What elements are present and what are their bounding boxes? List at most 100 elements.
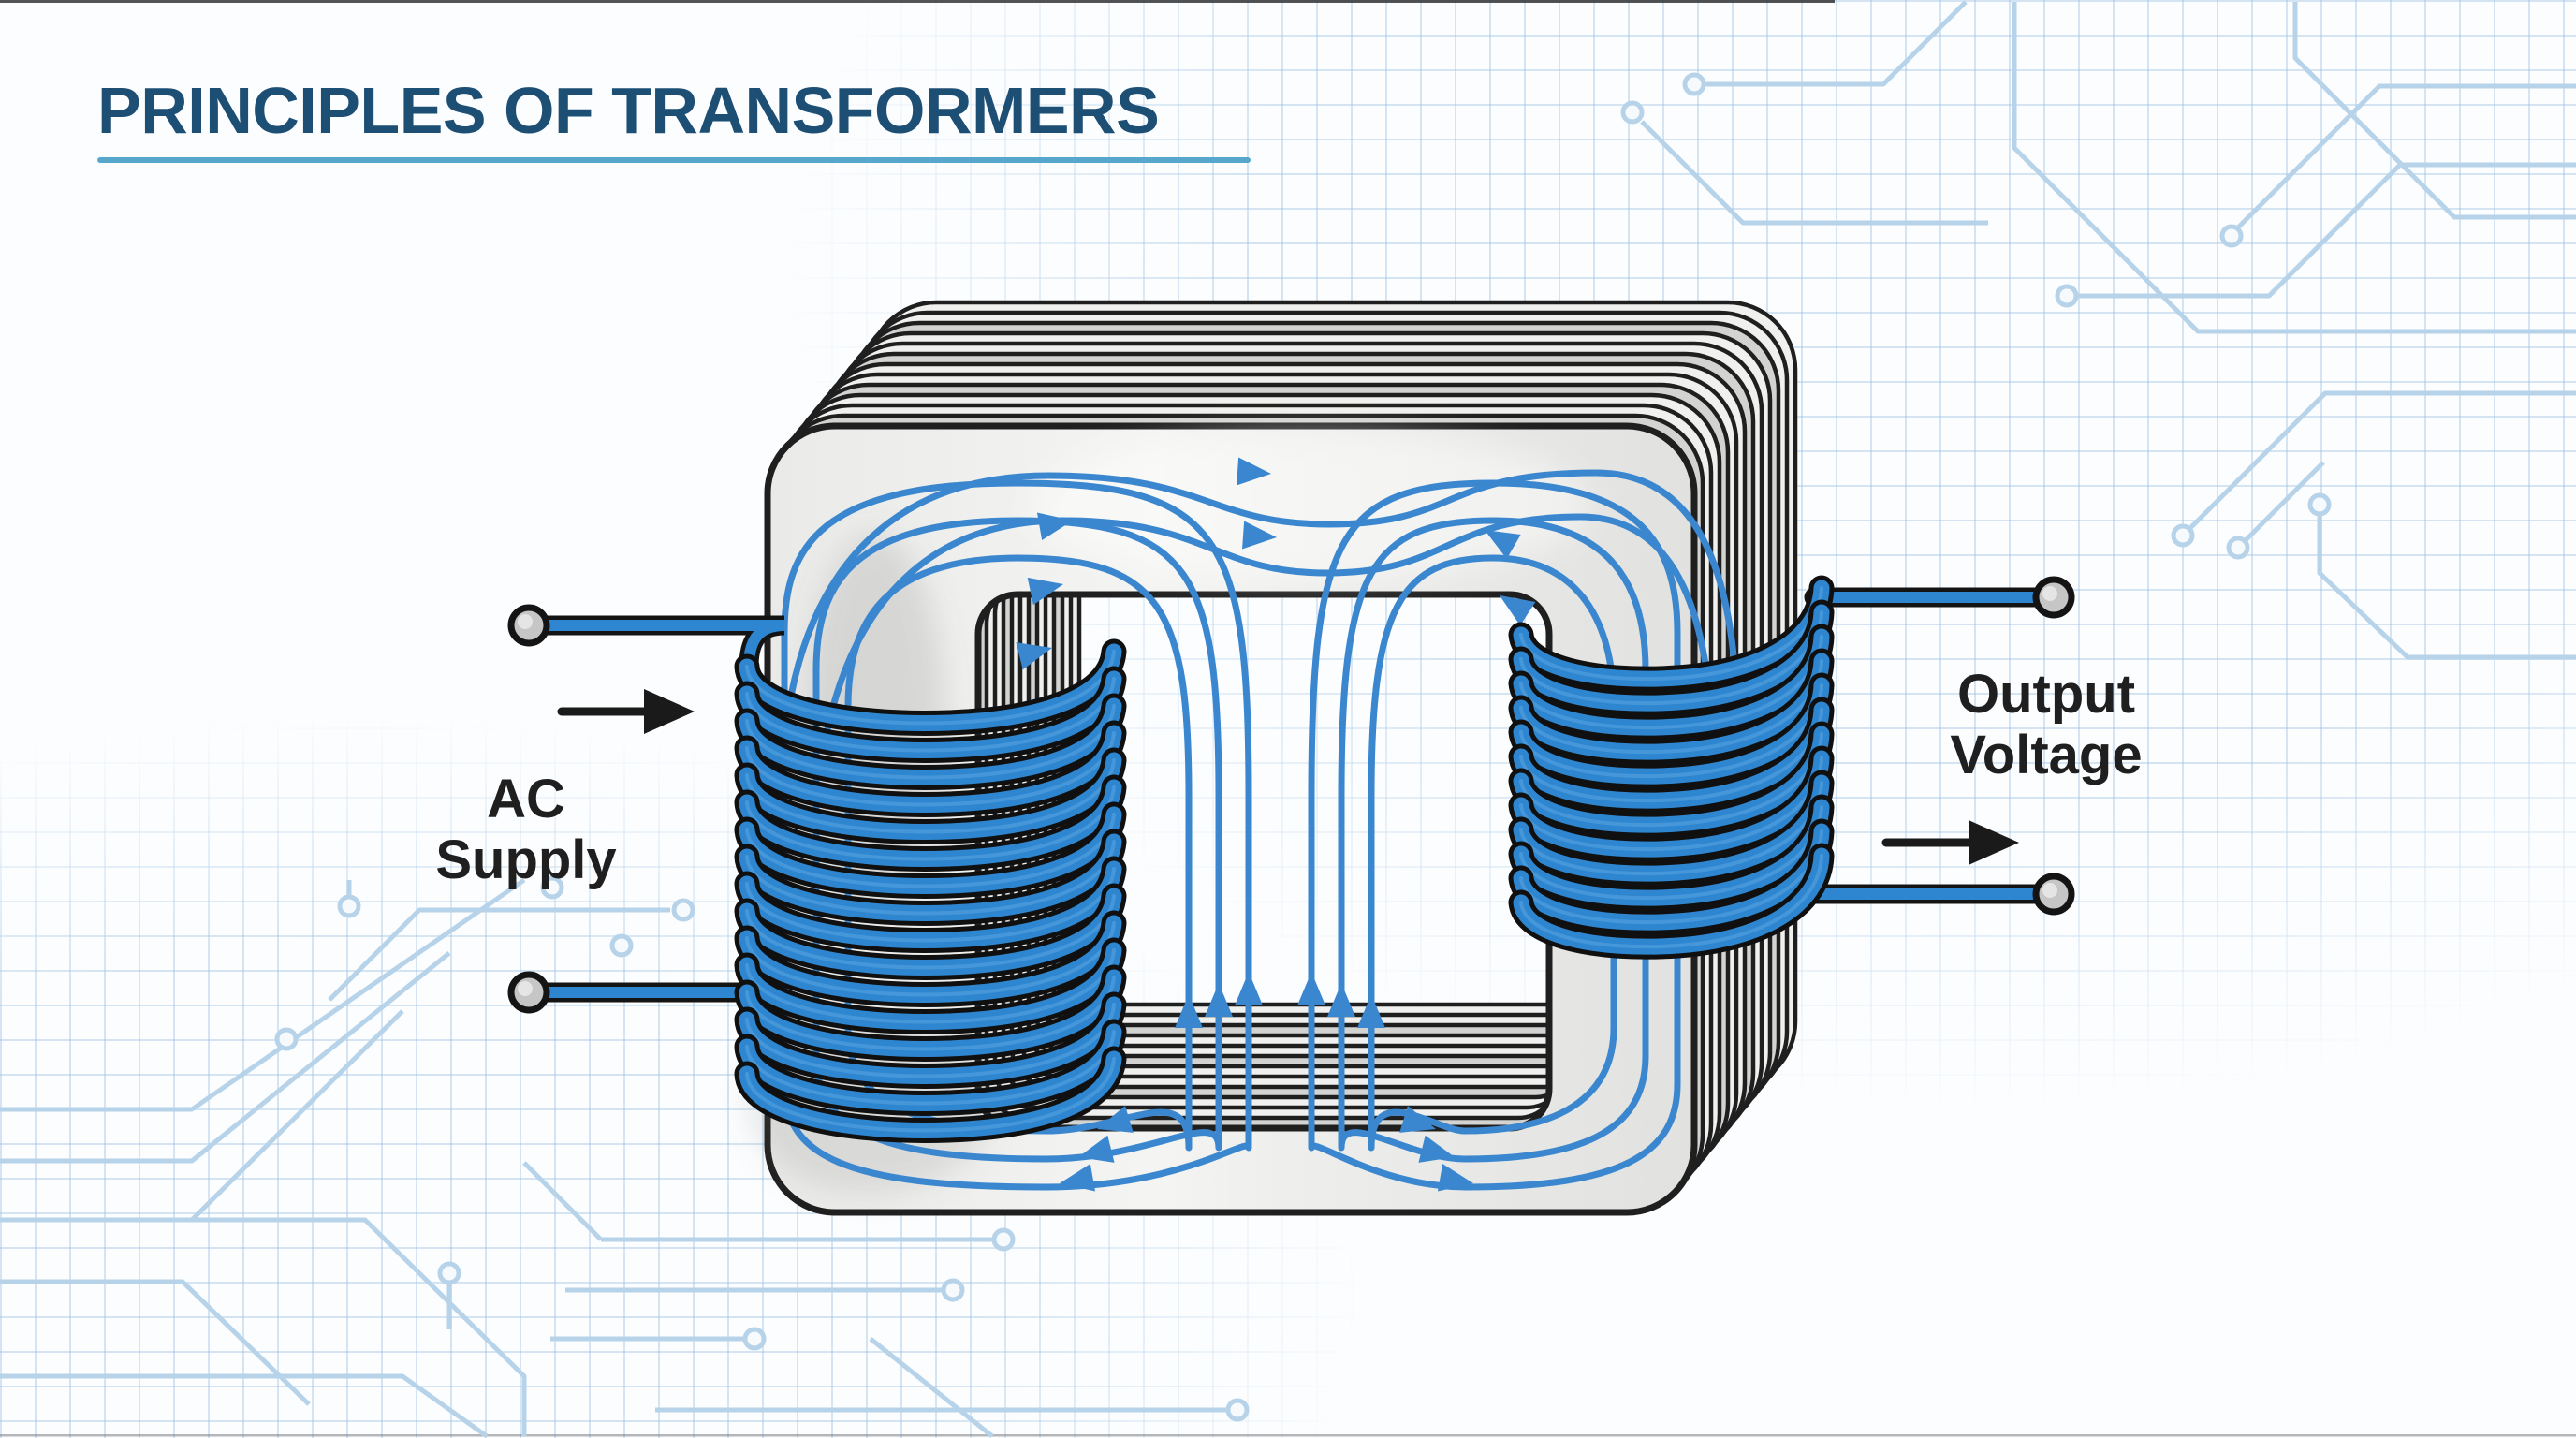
flux-arrowhead-icon bbox=[1242, 521, 1277, 550]
flux-arrowhead-icon bbox=[1060, 1163, 1096, 1192]
flux-line bbox=[844, 554, 1193, 1152]
coil-turn-highlight bbox=[1519, 805, 1823, 901]
circuit-trace-pad-icon bbox=[742, 1327, 767, 1351]
circuit-trace-pad-icon bbox=[337, 894, 361, 918]
flux-arrowhead-icon bbox=[1357, 994, 1385, 1028]
coil-turn-highlight bbox=[745, 894, 1116, 970]
circuit-trace-line bbox=[0, 1373, 489, 1438]
coil-turn-highlight bbox=[1519, 829, 1823, 925]
terminal-dot-highlight bbox=[518, 614, 533, 629]
secondary-coil-label: Output Voltage bbox=[1868, 664, 2224, 786]
circuit-trace-pad-icon bbox=[2055, 284, 2079, 308]
primary-label-line2: Supply bbox=[435, 829, 617, 890]
coil-turn-highlight bbox=[1519, 683, 1823, 779]
circuit-trace-line bbox=[2078, 162, 2576, 299]
coil-turn-highlight bbox=[745, 867, 1116, 943]
coil-turn-highlight bbox=[745, 704, 1116, 780]
coil-turn-highlight bbox=[1519, 659, 1823, 755]
circuit-trace-line bbox=[2235, 83, 2576, 230]
flux-arrowhead-icon bbox=[1399, 1106, 1436, 1133]
coil-turn-highlight bbox=[745, 758, 1116, 834]
title-underline bbox=[97, 157, 1251, 163]
flux-line bbox=[1308, 479, 1681, 1191]
coil-turn-highlight bbox=[745, 677, 1116, 753]
terminal-dot-highlight bbox=[518, 981, 533, 996]
flux-arrowhead-icon bbox=[1175, 994, 1203, 1028]
coil-turn-highlight bbox=[1519, 586, 1823, 682]
circuit-trace-pad-icon bbox=[1225, 1398, 1250, 1422]
circuit-trace-pad-icon bbox=[2226, 536, 2250, 560]
input-direction-arrow-icon bbox=[644, 689, 695, 734]
coil-turn-highlight bbox=[745, 813, 1116, 888]
circuit-trace-pad-icon bbox=[2171, 523, 2195, 548]
flux-arrowhead-icon bbox=[1036, 512, 1073, 541]
flux-arrowhead-icon bbox=[1327, 983, 1355, 1017]
flux-arrowhead-icon bbox=[1016, 642, 1052, 670]
circuit-trace-line bbox=[869, 1337, 994, 1438]
circuit-trace-pad-icon bbox=[1620, 100, 1645, 125]
flux-line bbox=[784, 469, 1737, 715]
primary-coil-label: AC Supply bbox=[348, 769, 704, 891]
circuit-trace-pad-icon bbox=[274, 1027, 299, 1051]
circuit-trace-line bbox=[2292, 2, 2576, 220]
circuit-trace-pad-icon bbox=[540, 875, 564, 900]
flux-arrowhead-icon bbox=[1485, 530, 1521, 559]
flux-arrowhead-icon bbox=[1097, 1106, 1134, 1133]
coil-turn-highlight bbox=[1519, 756, 1823, 852]
coil-turn-highlight bbox=[745, 948, 1116, 1024]
coil-turn-highlight bbox=[745, 1030, 1116, 1106]
circuit-trace-line bbox=[1640, 120, 1988, 226]
coil-turn-highlight bbox=[1519, 732, 1823, 828]
coil-turn-highlight bbox=[1519, 781, 1823, 876]
flux-line bbox=[820, 513, 1712, 753]
coil-turn-highlight bbox=[1519, 635, 1823, 730]
coil-turn-highlight bbox=[745, 1057, 1116, 1133]
flux-arrowhead-icon bbox=[1437, 1163, 1473, 1192]
flux-arrowhead-icon bbox=[1500, 595, 1536, 626]
secondary-coil bbox=[1508, 575, 1835, 960]
flux-arrowhead-icon bbox=[1237, 457, 1271, 486]
output-direction-arrow-icon bbox=[1969, 820, 2019, 865]
circuit-trace-line bbox=[2012, 2, 2576, 334]
flux-arrowhead-icon bbox=[1418, 1135, 1455, 1163]
flux-arrowhead-icon bbox=[1027, 577, 1063, 606]
coil-turn-highlight bbox=[745, 785, 1116, 861]
terminal-dot-highlight bbox=[2042, 586, 2057, 601]
circuit-trace-line bbox=[328, 907, 670, 1002]
flux-arrowhead-icon bbox=[1235, 972, 1263, 1005]
coil-turn-highlight bbox=[1519, 854, 1823, 949]
primary-coil bbox=[734, 638, 1127, 1143]
primary-label-line1: AC bbox=[487, 769, 565, 829]
circuit-trace-pad-icon bbox=[991, 1227, 1016, 1252]
circuit-trace-pad-icon bbox=[609, 933, 634, 958]
circuit-trace-line bbox=[0, 1217, 527, 1436]
circuit-trace-pad-icon bbox=[437, 1261, 461, 1285]
coil-turn-highlight bbox=[745, 976, 1116, 1051]
terminals bbox=[507, 576, 2075, 1014]
circuit-trace-pad-icon bbox=[2219, 224, 2244, 248]
coil-turn-highlight bbox=[745, 840, 1116, 916]
circuit-trace-line bbox=[0, 877, 526, 1112]
circuit-trace-pad-icon bbox=[941, 1278, 965, 1302]
page-title: PRINCIPLES OF TRANSFORMERS bbox=[97, 74, 1160, 147]
circuit-trace-line bbox=[1705, 0, 1968, 87]
circuit-trace-pad-icon bbox=[2307, 492, 2332, 517]
circuit-trace-line bbox=[190, 1009, 404, 1222]
flux-arrowhead-icon bbox=[1205, 983, 1233, 1017]
circuit-trace-pad-icon bbox=[671, 898, 695, 922]
circuit-trace-pad-icon bbox=[1682, 72, 1706, 96]
circuit-trace-line bbox=[0, 1279, 311, 1406]
coil-turn-highlight bbox=[1519, 708, 1823, 803]
circuit-trace-line bbox=[2317, 514, 2576, 660]
circuit-trace-line bbox=[2187, 390, 2576, 532]
direction-arrows bbox=[557, 689, 2019, 865]
secondary-label-line1: Output bbox=[1956, 664, 2136, 725]
terminal-dot-highlight bbox=[2042, 883, 2057, 898]
secondary-label-line2: Voltage bbox=[1950, 724, 2143, 785]
circuit-trace-line bbox=[0, 951, 451, 1164]
coil-turn-highlight bbox=[745, 650, 1116, 726]
